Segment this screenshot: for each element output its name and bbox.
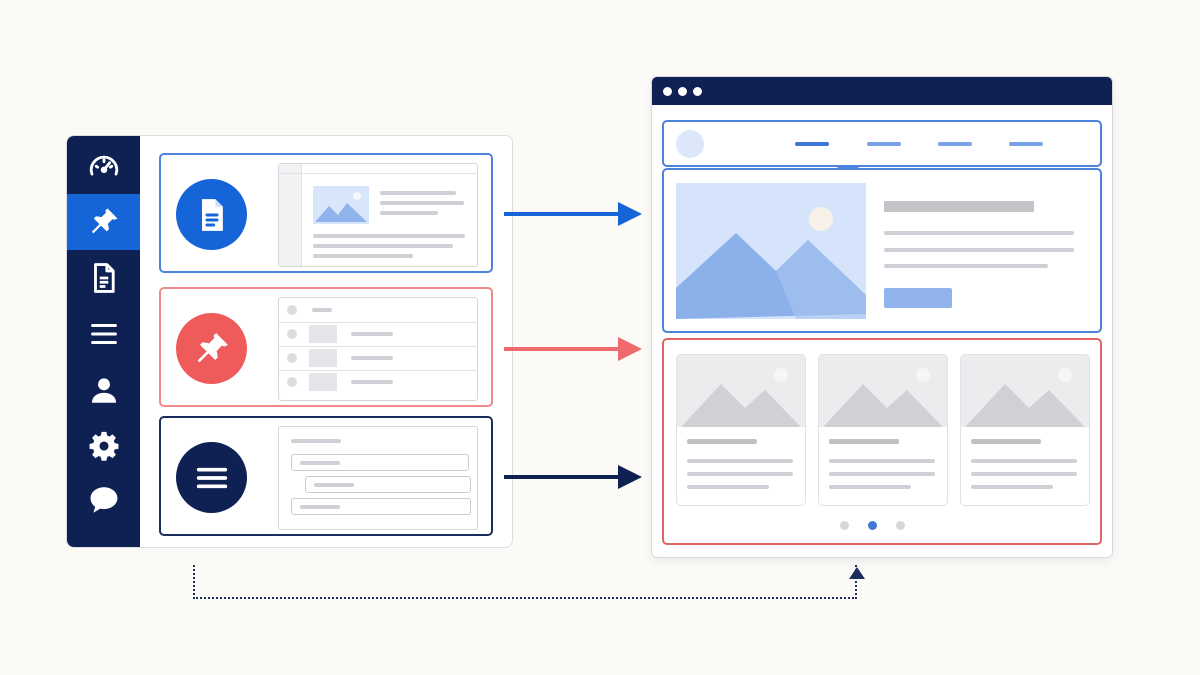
hero-cta-button[interactable] [884,288,952,308]
content-block-page[interactable] [159,153,493,273]
sidebar-item-pages[interactable] [67,250,140,306]
image-placeholder-icon [819,355,947,427]
site-logo [676,130,704,158]
document-icon [93,263,115,293]
posts-badge [176,313,247,384]
admin-sidebar [67,136,140,547]
post-card[interactable] [818,354,948,506]
image-placeholder-icon [677,355,805,427]
card-grid-region [662,338,1102,545]
dotted-connector [193,565,857,599]
content-block-menu[interactable] [159,416,493,536]
posts-list-preview [278,297,478,401]
page-badge [176,179,247,250]
connector-arrowhead [849,567,865,579]
nav-link[interactable] [1009,142,1043,146]
sidebar-item-settings[interactable] [67,418,140,474]
menu-badge [176,442,247,513]
menu-editor-preview [278,426,478,530]
pagination-dot[interactable] [840,521,849,530]
menu-icon [196,467,227,488]
pagination-dot[interactable] [896,521,905,530]
image-placeholder-icon [961,355,1089,427]
browser-titlebar [652,77,1112,105]
content-block-posts[interactable] [159,287,493,407]
arrow-page-to-hero [504,202,642,226]
nav-region [662,120,1102,167]
menu-select-3 [291,498,471,515]
window-dot [663,87,672,96]
hero-image-icon [676,183,866,319]
sidebar-item-posts[interactable] [67,194,140,250]
nav-link[interactable] [795,142,829,146]
pin-icon [91,208,117,234]
gear-icon [89,431,118,461]
post-card[interactable] [676,354,806,506]
user-icon [91,378,116,403]
image-placeholder-icon [313,186,369,224]
pin-icon [197,332,228,362]
menu-select-1 [291,454,469,471]
window-dot [693,87,702,96]
menu-select-2 [305,476,471,493]
sidebar-item-users[interactable] [67,362,140,418]
arrow-menu-to-nav [504,465,642,489]
nav-link[interactable] [867,142,901,146]
document-icon [201,198,223,231]
sidebar-item-dashboard[interactable] [67,139,140,195]
chat-bubble-icon [90,487,117,513]
hero-region [662,168,1102,333]
post-card[interactable] [960,354,1090,506]
page-editor-preview [278,163,478,267]
nav-link[interactable] [938,142,972,146]
sidebar-item-comments[interactable] [67,472,140,528]
arrow-posts-to-grid [504,337,642,361]
sidebar-item-menus[interactable] [67,306,140,362]
menu-icon [90,323,117,345]
admin-panel [66,135,513,548]
browser-window [651,76,1113,558]
speedometer-icon [89,155,118,176]
pagination-dot-active[interactable] [868,521,877,530]
window-dot [678,87,687,96]
